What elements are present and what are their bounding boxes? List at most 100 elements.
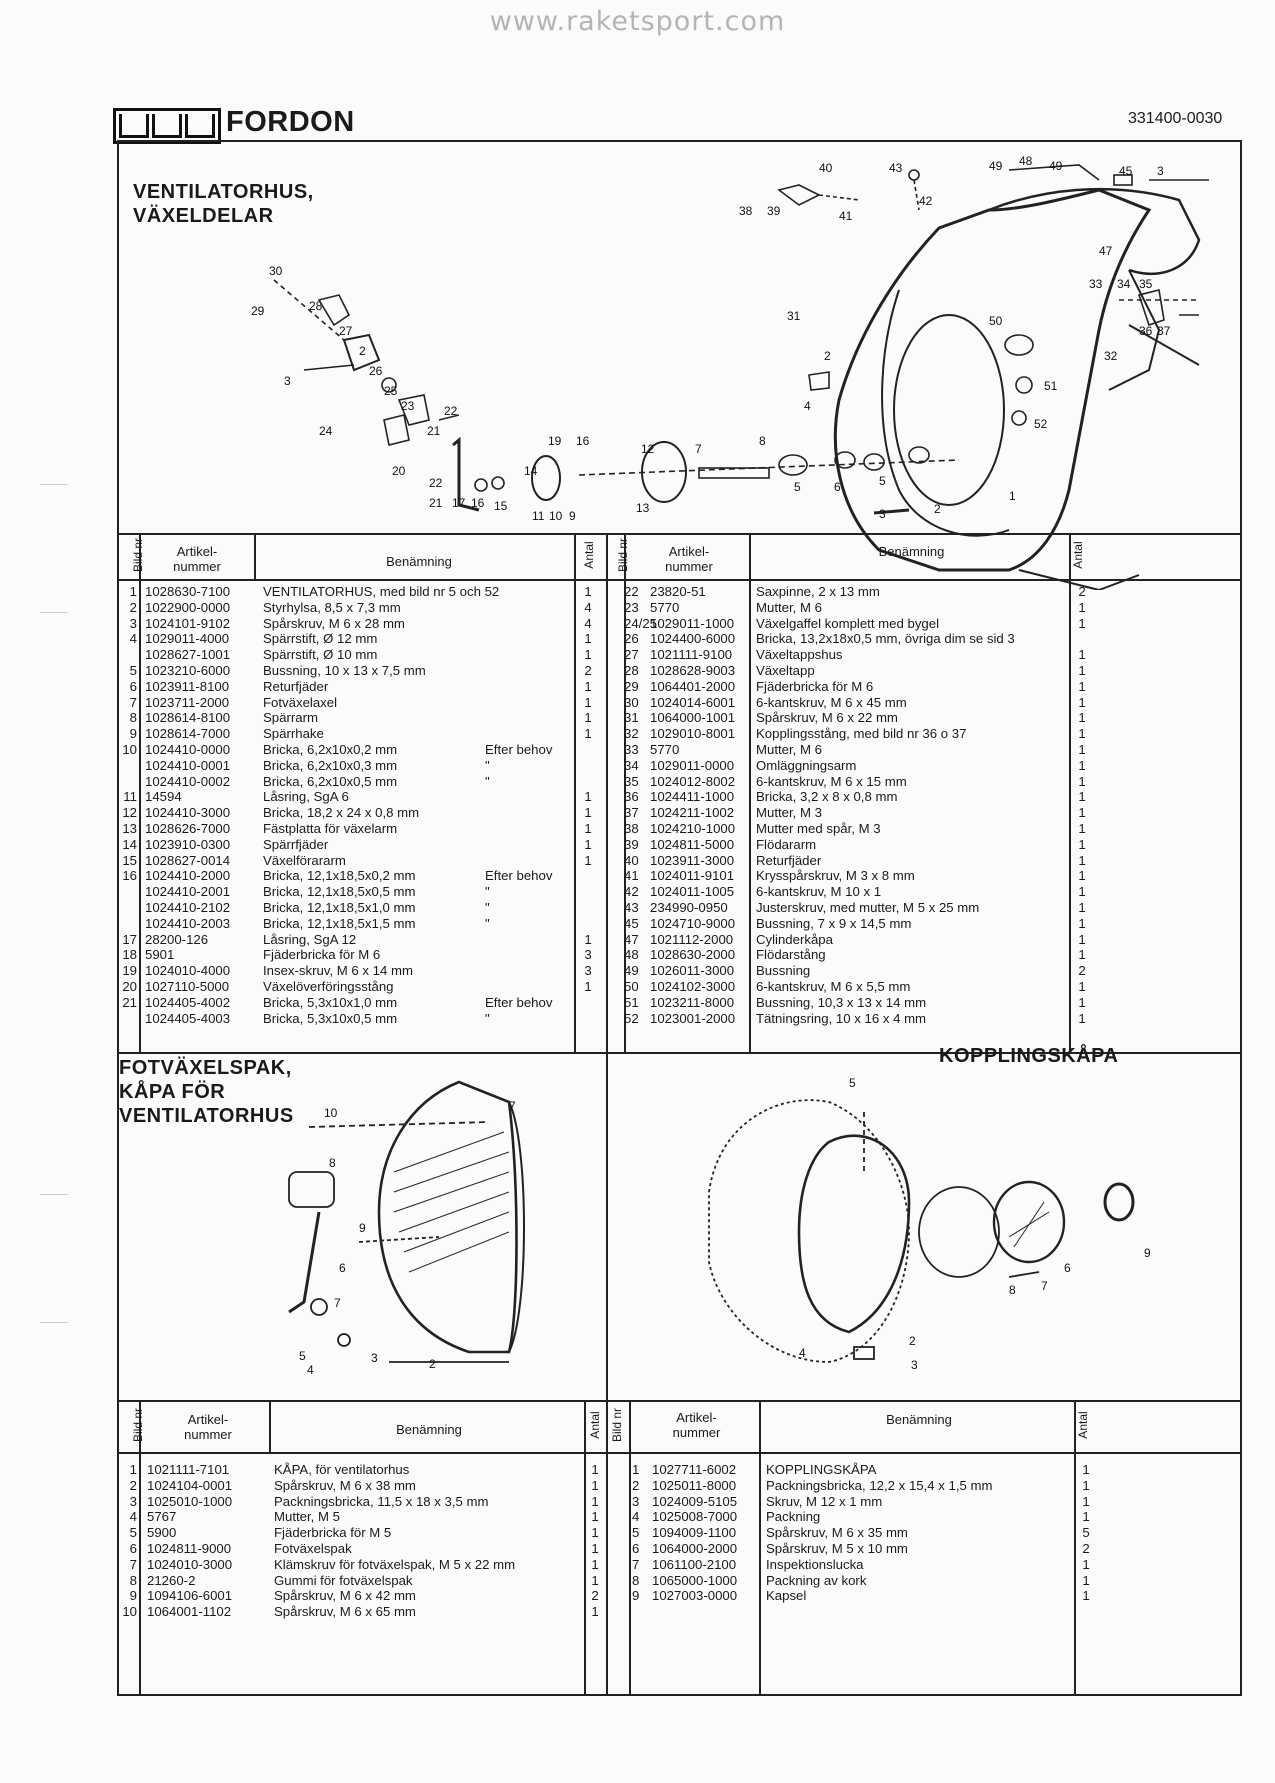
cell-antal: 1: [584, 805, 592, 821]
cell-bild: 35: [624, 773, 639, 789]
cell-bild: 6: [129, 1541, 137, 1556]
cell-bild: 15: [122, 852, 137, 868]
cell-ben: Styrhylsa, 8,5 x 7,3 mm: [263, 599, 401, 615]
cell-antal: 1: [1078, 757, 1086, 773]
cell-bild: 7: [129, 694, 137, 710]
cell-ben: Justerskruv, med mutter, M 5 x 25 mm: [756, 900, 980, 915]
cell-ben: Bricka, 12,1x18,5x0,2 mm: [263, 868, 416, 884]
cell-bild: 31: [624, 710, 639, 726]
callout-number: 41: [839, 209, 853, 223]
cell-bild: 23: [624, 599, 639, 615]
callout-number: 12: [641, 442, 655, 456]
cell-antal: 1: [1078, 710, 1086, 726]
cell-ben: Bricka, 18,2 x 24 x 0,8 mm: [263, 805, 420, 821]
cell-ben: Flödarstång: [756, 947, 826, 963]
cell-antal: 1: [1082, 1493, 1090, 1509]
cell-art: 1023911-3000: [650, 852, 735, 868]
cell-art: 1025010-1000: [147, 1493, 233, 1509]
cell-bild: 45: [624, 915, 639, 931]
callout-number: 4: [804, 399, 811, 413]
cell-art: 1023711-2000: [145, 694, 230, 710]
callout-number: 16: [576, 434, 590, 448]
callout-number: 7: [334, 1296, 341, 1310]
cell-bild: 7: [632, 1556, 640, 1572]
cell-art: 1023911-8100: [145, 678, 230, 694]
cell-bild: 41: [624, 868, 639, 884]
cell-ben: Bricka, 12,1x18,5x0,5 mm: [263, 884, 416, 900]
cell-antal: 1: [1082, 1588, 1090, 1604]
cell-bild: 49: [624, 963, 639, 979]
cell-ben: Insex-skruv, M 6 x 14 mm: [263, 963, 413, 979]
cell-antal: 2: [1078, 963, 1086, 979]
callout-number: 2: [909, 1334, 916, 1348]
cell-ben: Bricka, 12,1x18,5x1,0 mm: [263, 900, 416, 915]
cell-art: 1028630-2000: [650, 947, 736, 963]
cell-art: 1024410-2102: [145, 900, 231, 915]
cell-ben: Låsring, SgA 6: [263, 789, 349, 805]
callout-number: 8: [329, 1156, 336, 1170]
cell-bild: 4: [129, 631, 137, 647]
cell-art: 5767: [147, 1509, 177, 1525]
cell-bild: 6: [129, 678, 137, 694]
cell-art: 1024405-4003: [145, 1010, 231, 1026]
cell-art: 1024405-4002: [145, 994, 231, 1010]
cell-ben: Fjäderbricka för M 6: [756, 678, 874, 694]
cell-art: 1024400-6000: [650, 631, 736, 647]
callout-number: 9: [1144, 1246, 1151, 1260]
cell-ben: Bricka, 6,2x10x0,3 mm: [263, 757, 398, 773]
cell-ben: Fjäderbricka för M 6: [263, 947, 381, 963]
cell-art: 1021111-7101: [147, 1462, 230, 1477]
cell-antal: 1: [1078, 694, 1086, 710]
callout-number: 48: [1019, 154, 1033, 168]
cell-ben: VENTILATORHUS, med bild nr 5 och 52: [263, 584, 500, 599]
cell-bild: 22: [624, 584, 639, 599]
cell-antal: 1: [584, 647, 592, 663]
cell-antal: 1: [1078, 979, 1086, 994]
cell-ben: Mutter, M 6: [756, 742, 822, 757]
cell-antal: 2: [1082, 1541, 1090, 1556]
cell-bild: 34: [624, 757, 639, 773]
cell-note: ": [485, 900, 490, 915]
cell-bild: 1: [129, 584, 137, 599]
cell-art: 1024210-1000: [650, 821, 736, 836]
callout-number: 3: [284, 374, 291, 388]
cell-art: 1094009-1100: [652, 1525, 737, 1541]
cell-bild: 43: [624, 900, 639, 915]
cell-ben: Fotväxelaxel: [263, 694, 338, 710]
cell-art: 1024010-4000: [145, 963, 231, 979]
cell-bild: 12: [122, 805, 137, 821]
cell-ben: Spärrfjäder: [263, 836, 329, 852]
cell-ben: Bricka, 6,2x10x0,5 mm: [263, 773, 398, 789]
cell-ben: Packningsbricka, 12,2 x 15,4 x 1,5 mm: [766, 1477, 993, 1493]
cell-bild: 21: [122, 994, 137, 1010]
punch-mark: [40, 484, 68, 485]
cell-ben: Växelöverföringsstång: [263, 979, 394, 994]
cell-ben: 6-kantskruv, M 6 x 15 mm: [756, 773, 907, 789]
cell-ben: Spärrstift, Ø 10 mm: [263, 647, 378, 663]
cell-note: Efter behov: [485, 994, 553, 1010]
callout-number: 25: [384, 384, 398, 398]
cell-bild: 4: [129, 1509, 137, 1525]
header-antal: Antal: [1071, 541, 1085, 569]
cell-ben: Växeltappshus: [756, 647, 843, 663]
cell-art: 1024012-8002: [650, 773, 736, 789]
cell-antal: 3: [584, 963, 592, 979]
header-benamning: Benämning: [886, 1412, 952, 1427]
cell-bild: 3: [129, 1493, 137, 1509]
callout-number: 6: [1064, 1261, 1071, 1275]
